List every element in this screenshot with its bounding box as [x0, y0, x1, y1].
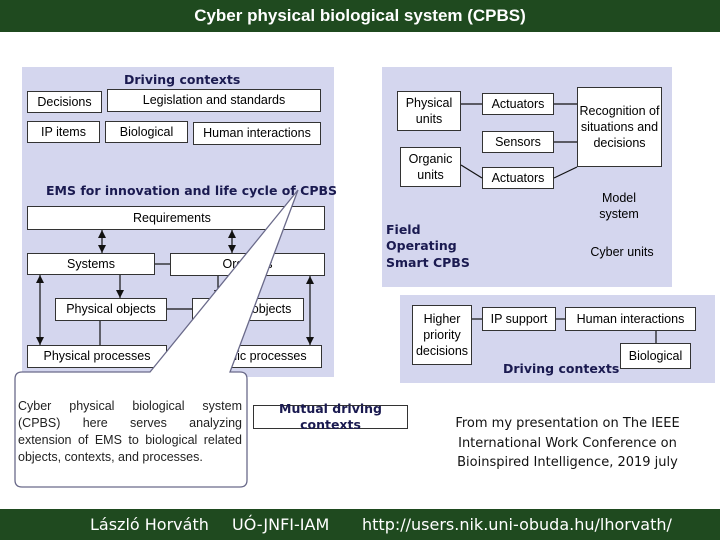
- ems-heading: EMS for innovation and life cycle of CPB…: [46, 183, 338, 198]
- author-name: László Horváth: [90, 515, 209, 534]
- higher-priority-box: Higher priority decisions: [412, 305, 472, 365]
- cyber-units-label: Cyber units: [590, 245, 654, 259]
- driving-contexts-heading: Driving contexts: [124, 72, 241, 87]
- biological-box: Biological: [105, 121, 188, 143]
- ip-support-box: IP support: [482, 307, 556, 331]
- homepage-link[interactable]: http://users.nik.uni-obuda.hu/lhorvath/: [362, 515, 672, 534]
- driving-contexts-right-label: Driving contexts: [503, 361, 620, 376]
- source-note: From my presentation on The IEEE Interna…: [455, 416, 680, 470]
- physical-objects-box: Physical objects: [55, 298, 167, 321]
- model-system-label: Model system: [599, 191, 639, 222]
- ip-items-box: IP items: [27, 121, 100, 143]
- page-title: Cyber physical biological system (CPBS): [194, 6, 526, 25]
- actuators-bottom-box: Actuators: [482, 167, 554, 189]
- actuators-top-box: Actuators: [482, 93, 554, 115]
- sensors-box: Sensors: [482, 131, 554, 153]
- physical-processes-box: Physical processes: [27, 345, 167, 368]
- footer-bar: László Horváth UÓ-JNFI-IAM http://users.…: [0, 509, 720, 540]
- organic-units-box: Organic units: [400, 147, 461, 187]
- mutual-driving-contexts-box: Mutual driving contexts: [253, 401, 408, 432]
- callout-bubble: [14, 189, 299, 488]
- physical-units-box: Physical units: [397, 91, 461, 131]
- decisions-box: Decisions: [27, 91, 102, 113]
- biological-right-box: Biological: [620, 343, 691, 369]
- systems-box: Systems: [27, 253, 155, 275]
- affiliation: UÓ-JNFI-IAM: [232, 515, 330, 534]
- title-bar: Cyber physical biological system (CPBS): [0, 0, 720, 32]
- callout-text: Cyber physical biological system (CPBS) …: [18, 399, 242, 464]
- legislation-box: Legislation and standards: [107, 89, 321, 112]
- field-operating-label: Field Operating Smart CPBS: [386, 222, 470, 270]
- recognition-box: Recognition of situations and decisions: [577, 87, 662, 167]
- human-interactions-box: Human interactions: [193, 122, 321, 145]
- human-interactions-right-box: Human interactions: [565, 307, 696, 331]
